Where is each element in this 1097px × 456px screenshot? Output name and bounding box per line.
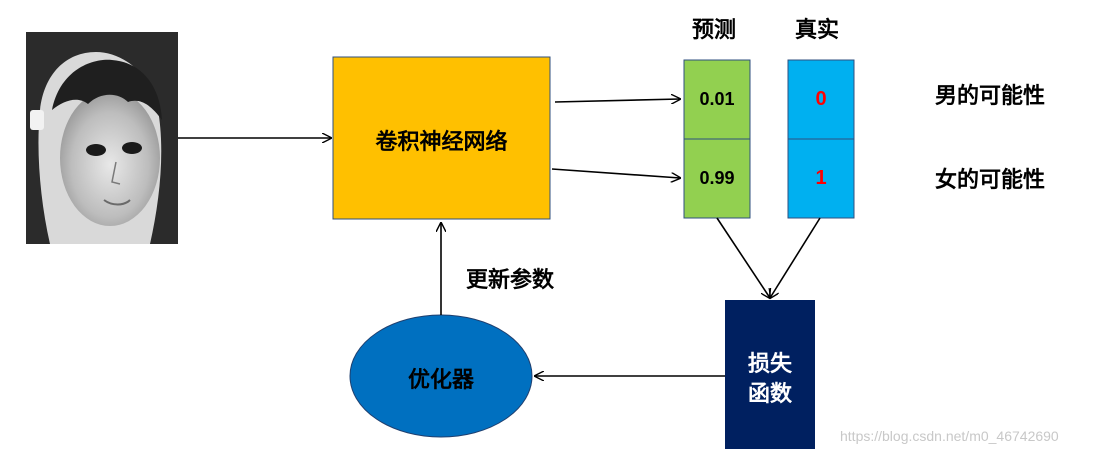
cnn-box <box>332 56 551 220</box>
arrow-cnn-to-pred-1 <box>554 99 680 102</box>
prediction-value-1: 0.01 <box>699 89 735 109</box>
optimizer-label: 优化器 <box>407 368 474 393</box>
truth-cell-2 <box>787 138 855 219</box>
girl-face-photo <box>26 32 178 244</box>
truth-value-1: 0 <box>815 88 827 110</box>
prediction-value-2: 0.99 <box>699 168 735 188</box>
truth-header: 真实 <box>795 18 840 43</box>
cnn-label: 卷积神经网络 <box>375 130 508 155</box>
arrow-cnn-to-pred-2 <box>551 168 680 178</box>
loss-label-line2: 函数 <box>747 382 792 407</box>
update-params-label: 更新参数 <box>466 268 555 293</box>
truth-cell-1 <box>787 59 855 140</box>
prediction-cell-2 <box>683 138 751 219</box>
row-label-male: 男的可能性 <box>935 84 1046 109</box>
arrow-truth-to-loss <box>770 217 821 298</box>
loss-function-box <box>725 300 815 449</box>
loss-label-line1: 损失 <box>747 352 792 377</box>
truth-value-2: 1 <box>815 167 827 189</box>
prediction-header: 预测 <box>692 18 737 43</box>
arrow-pred-to-loss <box>716 217 770 298</box>
row-label-female: 女的可能性 <box>935 168 1046 193</box>
watermark: https://blog.csdn.net/m0_46742690 <box>840 428 1059 444</box>
